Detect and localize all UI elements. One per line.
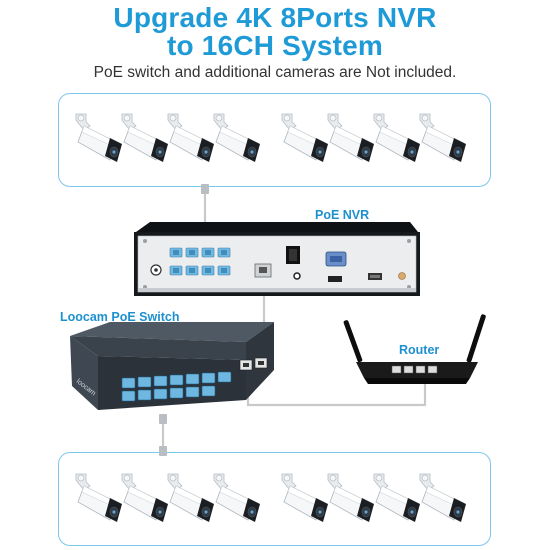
camera-row-top — [75, 113, 467, 163]
bullet-camera-icon — [281, 473, 329, 523]
bullet-camera-icon — [167, 473, 215, 523]
wifi-router-icon — [343, 314, 486, 384]
headline-line-1: Upgrade 4K 8Ports NVR — [113, 2, 437, 33]
bullet-camera-icon — [121, 473, 169, 523]
switch-label: Loocam PoE Switch — [60, 310, 180, 324]
bullet-camera-icon — [419, 113, 467, 163]
poe-switch-icon: loocam — [70, 322, 274, 410]
bullet-camera-icon — [121, 113, 169, 163]
bullet-camera-icon — [75, 473, 123, 523]
headline-line-2: to 16CH System — [167, 30, 383, 61]
bullet-camera-icon — [327, 473, 375, 523]
camera-row-bottom — [75, 473, 467, 523]
bullet-camera-icon — [281, 113, 329, 163]
switch-poe-ports — [121, 371, 232, 402]
nvr-icon — [134, 222, 420, 296]
bullet-camera-icon — [167, 113, 215, 163]
router-label: Router — [399, 343, 440, 357]
bullet-camera-icon — [327, 113, 375, 163]
bullet-camera-icon — [419, 473, 467, 523]
bullet-camera-icon — [75, 113, 123, 163]
bullet-camera-icon — [373, 473, 421, 523]
bullet-camera-icon — [213, 113, 261, 163]
bullet-camera-icon — [373, 113, 421, 163]
camera-group-top — [58, 93, 491, 187]
subtitle: PoE switch and additional cameras are No… — [93, 64, 457, 81]
bullet-camera-icon — [213, 473, 261, 523]
nvr-label: PoE NVR — [315, 208, 370, 222]
